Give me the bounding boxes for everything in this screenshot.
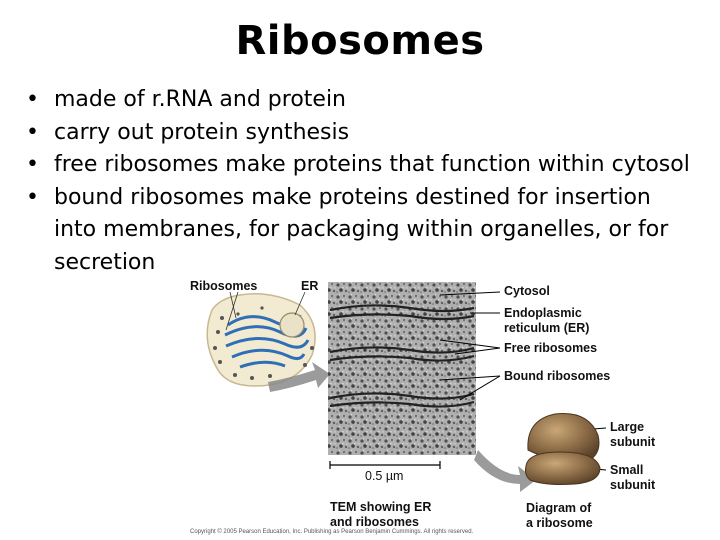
caption-tem-line2: and ribosomes [330,515,419,529]
caption-diagram-line2: a ribosome [526,516,593,530]
bullet-item: • made of r.RNA and protein [24,84,714,117]
label-er: ER [301,279,319,293]
label-large-line2: subunit [610,435,656,449]
bullet-text: free ribosomes make proteins that functi… [54,152,690,177]
arrow-to-diagram [474,450,536,492]
page-title: Ribosomes [235,18,485,64]
leader-lines [439,291,607,471]
figure-graphics [206,282,607,492]
bullet-item: • carry out protein synthesis [24,117,714,150]
label-er-full-line2: reticulum (ER) [504,321,590,335]
label-er-full-line1: Endoplasmic [504,306,582,320]
cell-sketch [206,291,330,392]
bullet-dot-icon: • [26,119,39,145]
bullet-dot-icon: • [26,87,39,112]
scale-bar [329,461,441,469]
label-small-line1: Small [610,463,644,477]
bullet-text: carry out protein synthesis [54,119,350,145]
label-bound-ribosomes: Bound ribosomes [504,369,611,383]
label-large-line1: Large [610,420,645,434]
label-cytosol: Cytosol [504,284,550,298]
label-small-line2: subunit [610,478,656,492]
ribosome-diagram [525,412,601,485]
bullet-dot-icon: • [26,152,39,177]
bullet-dot-icon: • [26,184,39,210]
bullet-item: • bound ribosomes make proteins destined … [24,182,694,280]
label-free-ribosomes: Free ribosomes [504,341,598,355]
label-ribosomes: Ribosomes [190,279,258,293]
bullet-text: made of r.RNA and protein [54,87,346,112]
bullet-text: bound ribosomes make proteins destined f… [54,184,669,275]
ribosome-figure: Ribosomes ER Cytosol Endoplasmic reticul… [0,270,720,540]
caption-diagram-line1: Diagram of [526,501,592,515]
copyright-notice: Copyright © 2005 Pearson Education, Inc.… [190,529,474,535]
tem-micrograph [328,282,476,455]
caption-tem-line1: TEM showing ER [330,500,432,514]
bullet-list: • made of r.RNA and protein • carry out pr… [24,84,714,279]
bullet-item: • free ribosomes make proteins that funct… [24,149,714,182]
scale-label: 0.5 µm [365,469,404,483]
